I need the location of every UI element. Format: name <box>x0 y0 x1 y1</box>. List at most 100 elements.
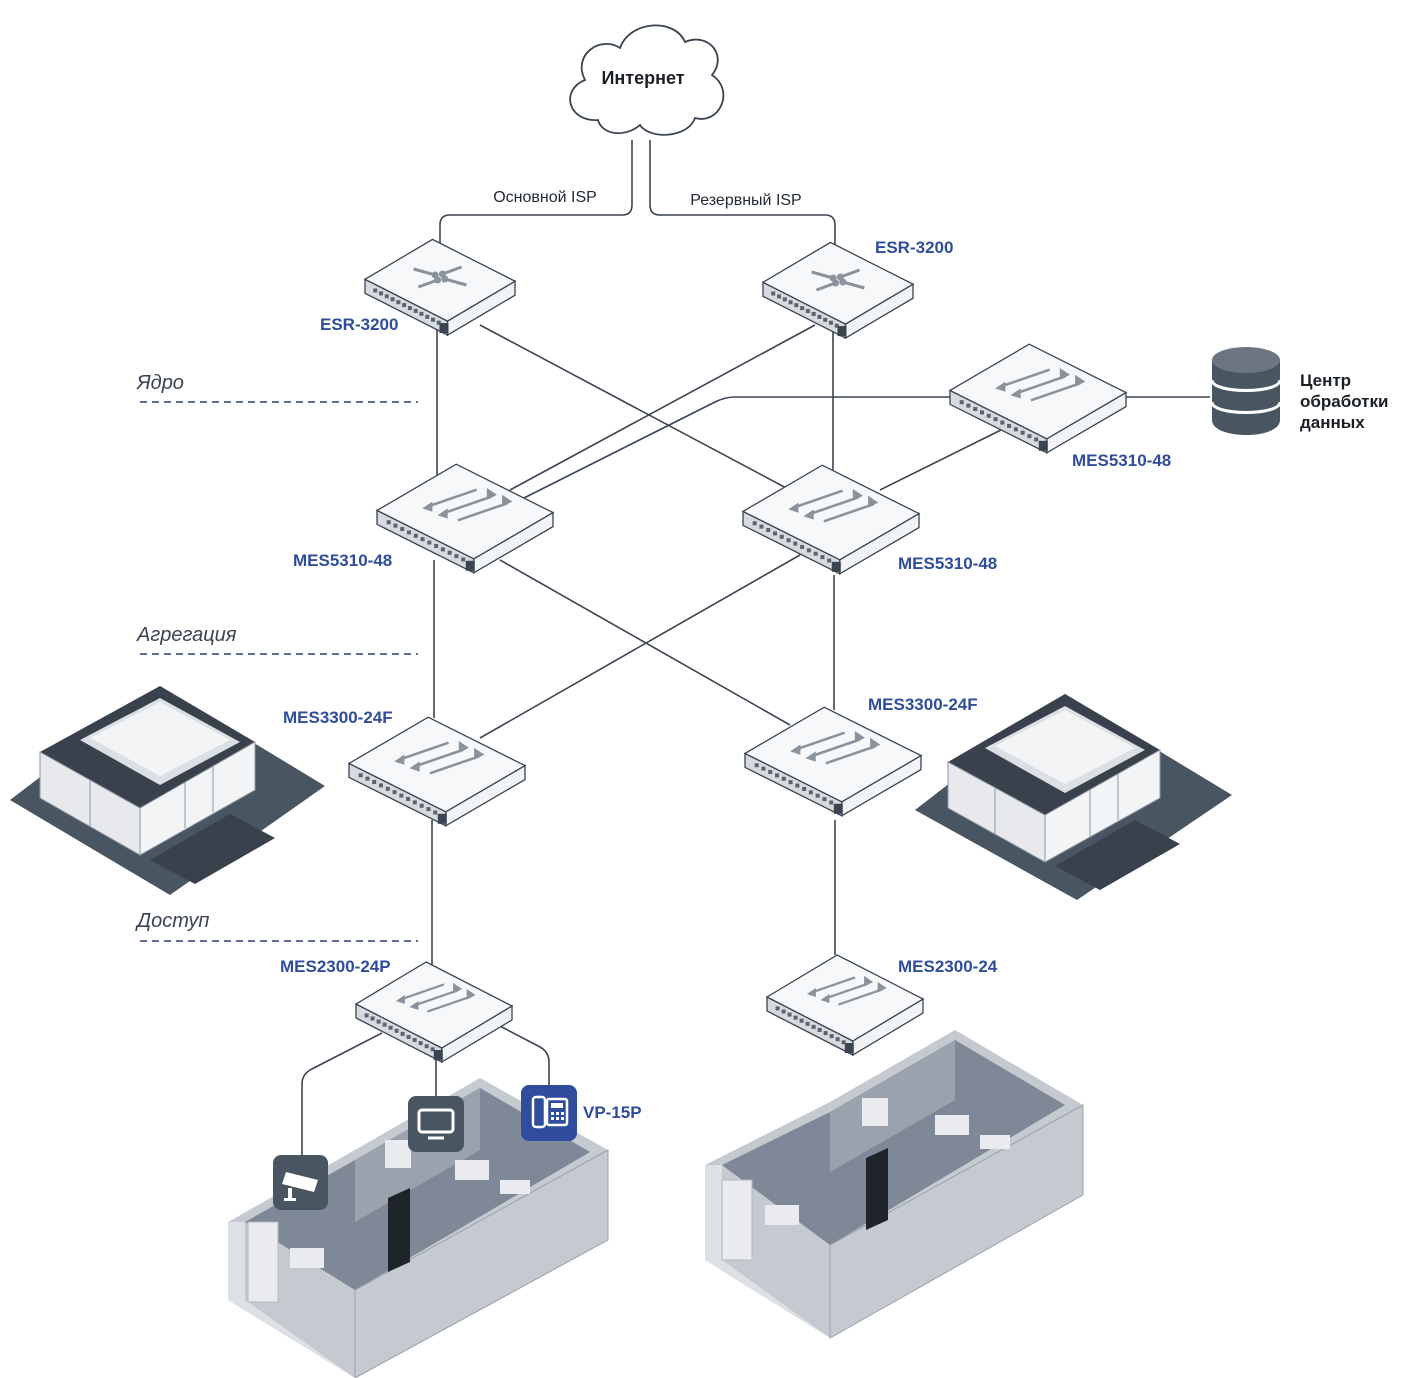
port <box>771 291 776 296</box>
port <box>802 786 807 791</box>
port <box>808 790 813 795</box>
port <box>434 543 439 548</box>
port <box>815 793 820 798</box>
port <box>775 1006 780 1011</box>
port <box>761 766 766 771</box>
layer-access-label: Доступ <box>135 910 209 932</box>
layer-core-label: Ядро <box>136 372 184 394</box>
port <box>436 320 441 325</box>
port <box>412 1038 417 1043</box>
port <box>394 1028 399 1033</box>
port <box>766 528 771 533</box>
port <box>382 1022 387 1027</box>
port <box>454 554 459 559</box>
port <box>779 534 784 539</box>
port <box>399 793 404 798</box>
port <box>400 1031 405 1036</box>
port <box>379 291 384 296</box>
port <box>980 410 985 415</box>
datacenter-label-line1: Центр <box>1300 371 1351 390</box>
port <box>786 538 791 543</box>
port <box>379 783 384 788</box>
port <box>440 547 445 552</box>
port <box>1000 420 1005 425</box>
port <box>793 541 798 546</box>
link-acc-camera <box>301 1032 383 1160</box>
port <box>419 803 424 808</box>
port <box>420 537 425 542</box>
port <box>754 763 759 768</box>
port <box>811 1024 816 1029</box>
port <box>461 557 466 562</box>
port <box>823 317 828 322</box>
port <box>788 300 793 305</box>
esr-right-label: ESR-3200 <box>875 238 953 257</box>
port <box>376 1019 381 1024</box>
layer-aggregation-label: Агрегация <box>136 624 237 646</box>
uplink-port <box>1038 440 1048 451</box>
building-right <box>915 694 1232 900</box>
mes2300-right-label: MES2300-24 <box>898 957 998 976</box>
port <box>799 1018 804 1023</box>
port <box>805 309 810 314</box>
link-esr-l-mes-r <box>479 324 791 491</box>
port <box>364 1013 369 1018</box>
port <box>787 1012 792 1017</box>
port <box>418 1041 423 1046</box>
mes2300-right-switch <box>765 954 925 1057</box>
building-left <box>10 686 325 895</box>
link-esr-r-mes-l <box>509 324 816 491</box>
port <box>365 776 370 781</box>
port <box>384 294 389 299</box>
port <box>358 773 363 778</box>
port <box>433 810 438 815</box>
datacenter-label-line3: данных <box>1300 413 1365 432</box>
mes5310-right-switch <box>741 464 921 575</box>
uplink-port <box>837 326 847 337</box>
mes3300-left-switch <box>347 716 527 827</box>
port <box>813 551 818 556</box>
port <box>413 533 418 538</box>
devices-layer <box>347 238 1128 1064</box>
port <box>823 1031 828 1036</box>
datacenter-label-line2: обработки <box>1300 392 1388 411</box>
port <box>425 314 430 319</box>
port <box>412 800 417 805</box>
port <box>406 1034 411 1039</box>
link-primary-isp <box>439 140 633 245</box>
port <box>413 308 418 313</box>
internet-cloud: Интернет <box>569 24 725 136</box>
mes3300-right-switch <box>743 706 923 817</box>
primary-isp-label: Основной ISP <box>493 189 597 206</box>
port <box>402 303 407 308</box>
office-right <box>705 1030 1084 1339</box>
uplink-port <box>437 813 447 824</box>
port <box>759 524 764 529</box>
router-arrows-icon <box>811 268 865 292</box>
port <box>752 521 757 526</box>
port <box>388 1025 393 1030</box>
port <box>400 527 405 532</box>
monitor-icon <box>408 1096 464 1152</box>
port <box>834 323 839 328</box>
port <box>794 303 799 308</box>
office-left <box>228 1078 609 1378</box>
port <box>806 548 811 553</box>
database-icon <box>1210 347 1282 435</box>
port <box>392 790 397 795</box>
port <box>419 311 424 316</box>
port <box>390 297 395 302</box>
port <box>781 1009 786 1014</box>
port <box>829 320 833 325</box>
port <box>822 797 827 802</box>
port <box>800 544 805 549</box>
port <box>372 780 377 785</box>
port <box>430 1047 435 1052</box>
port <box>396 300 401 305</box>
port <box>973 407 978 412</box>
port <box>800 306 805 311</box>
mes5310-dc-switch <box>948 343 1128 454</box>
cctv-camera-icon <box>273 1155 328 1210</box>
